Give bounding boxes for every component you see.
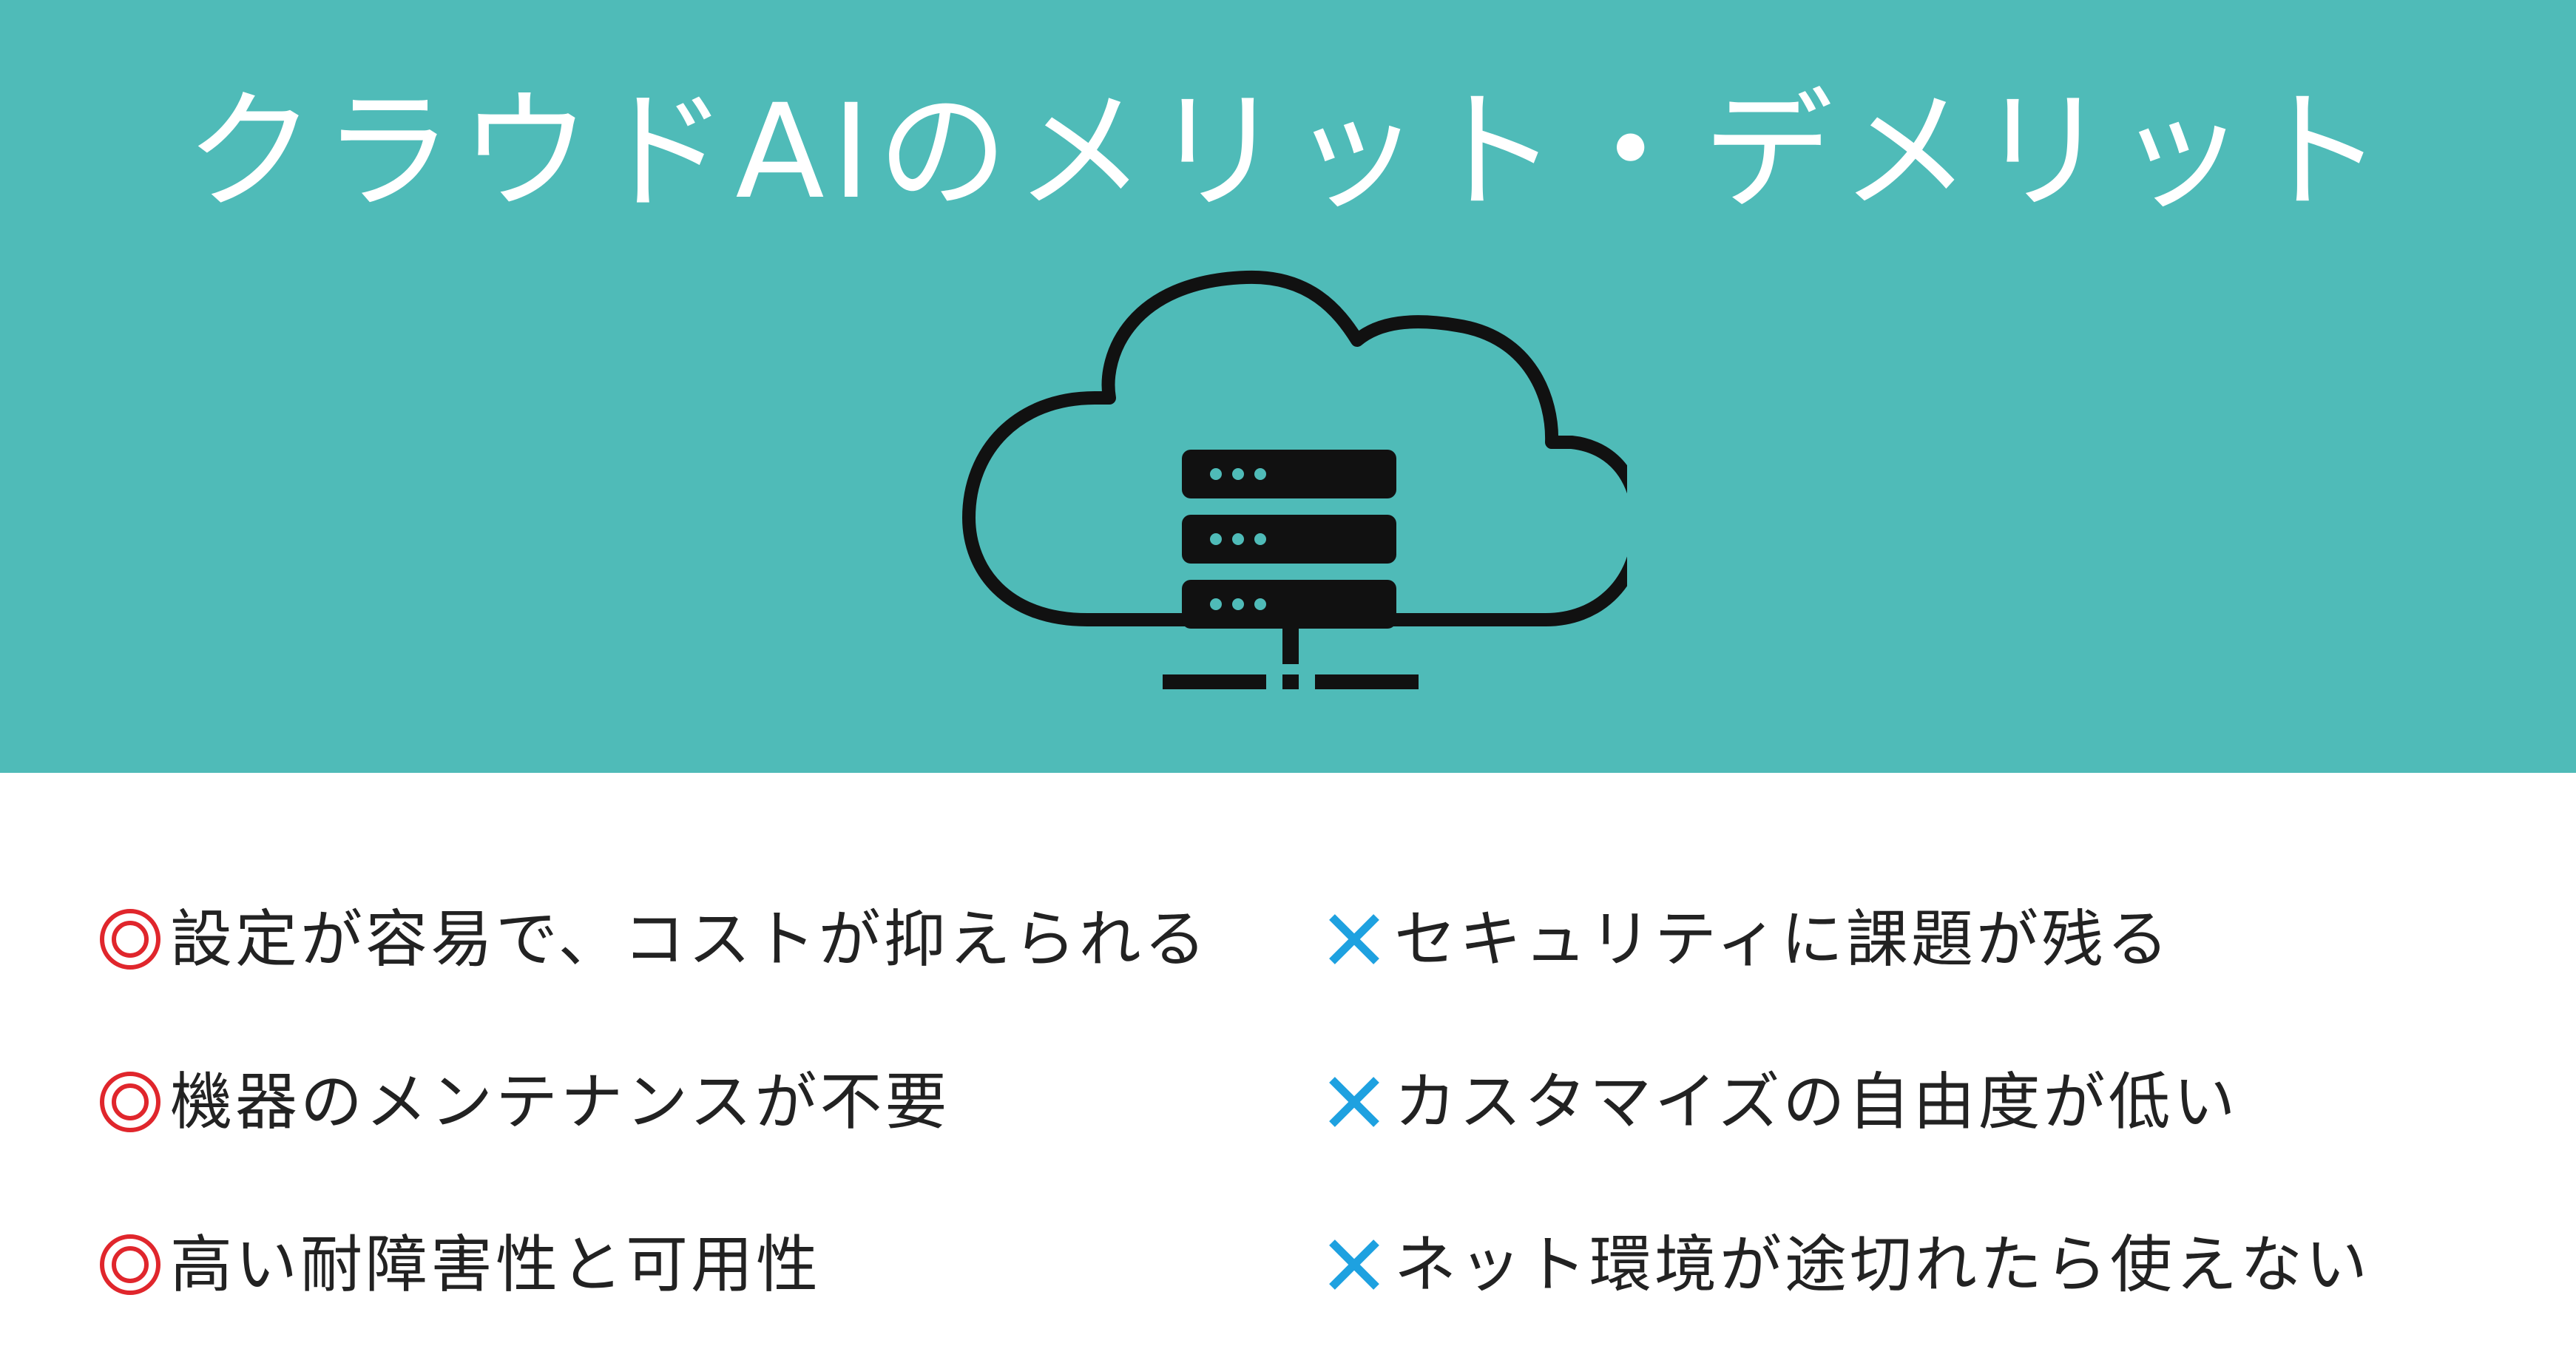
cross-icon <box>1320 1068 1388 1136</box>
server-rack-icon <box>1182 450 1396 629</box>
page-title: クラウドAIのメリット・デメリット <box>185 76 2391 228</box>
list-item: 高い耐障害性と可用性 <box>96 1183 1209 1346</box>
header-banner: クラウドAIのメリット・デメリット <box>0 0 2576 773</box>
list-item: ネット環境が途切れたら使えない <box>1320 1183 2370 1346</box>
cloud-outline <box>962 270 1646 626</box>
list-item: セキュリティに課題が残る <box>1320 858 2370 1021</box>
merit-text: 設定が容易で、コストが抑えられる <box>170 903 1209 975</box>
cross-icon <box>1320 1231 1388 1299</box>
merit-text: 高い耐障害性と可用性 <box>170 1228 822 1301</box>
cross-icon <box>1320 905 1388 973</box>
demerits-list: セキュリティに課題が残る カスタマイズの自由度が低い ネット環境が途切れたら使え… <box>1320 858 2370 1346</box>
network-connector-icon <box>1163 629 1419 689</box>
merits-list: 設定が容易で、コストが抑えられる 機器のメンテナンスが不要 高い耐障害性と可用性 <box>96 858 1209 1346</box>
list-item: 機器のメンテナンスが不要 <box>96 1021 1209 1183</box>
double-circle-icon <box>96 1231 164 1299</box>
list-item: 設定が容易で、コストが抑えられる <box>96 858 1209 1021</box>
demerit-text: セキュリティに課題が残る <box>1394 903 2171 975</box>
demerit-text: カスタマイズの自由度が低い <box>1394 1066 2239 1138</box>
double-circle-icon <box>96 1068 164 1136</box>
merit-text: 機器のメンテナンスが不要 <box>170 1066 950 1138</box>
list-item: カスタマイズの自由度が低い <box>1320 1021 2370 1183</box>
double-circle-icon <box>96 905 164 973</box>
cloud-server-icon <box>954 244 1646 710</box>
demerit-text: ネット環境が途切れたら使えない <box>1394 1228 2371 1301</box>
